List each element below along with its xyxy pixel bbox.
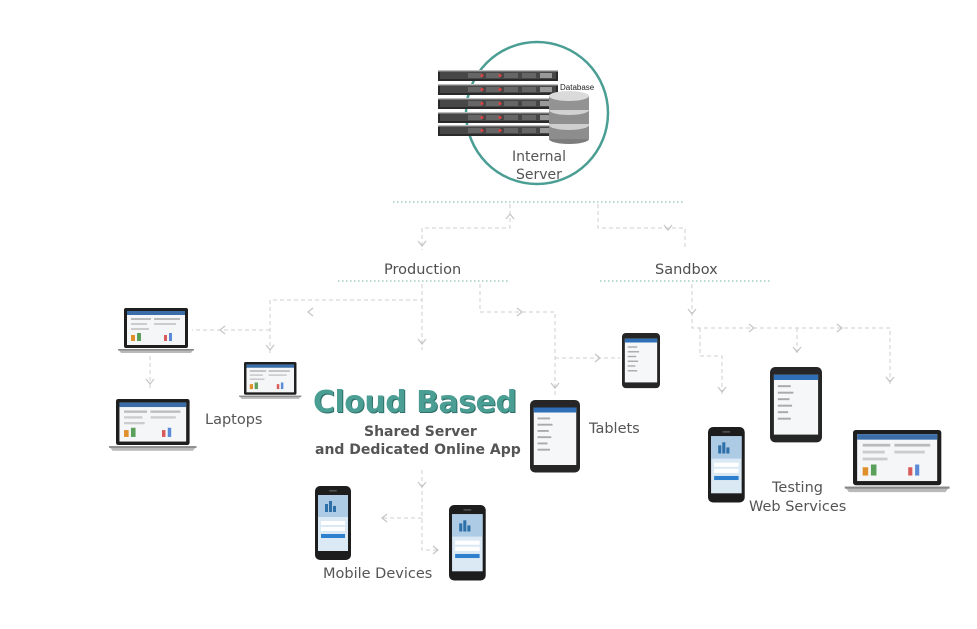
tablet-icon bbox=[770, 367, 822, 443]
database-label: Database bbox=[560, 83, 595, 92]
branch-sandbox: Sandbox bbox=[655, 262, 718, 278]
laptop-icon bbox=[239, 362, 302, 399]
tablet-icon bbox=[530, 400, 580, 473]
group-testing-label-line1: Testing bbox=[772, 480, 823, 496]
phone-icon bbox=[315, 486, 351, 560]
server-label-line2: Server bbox=[516, 167, 562, 183]
laptop-icon bbox=[844, 429, 950, 493]
center-subtitle-line2: and Dedicated Online App bbox=[315, 442, 521, 458]
connectors bbox=[149, 204, 891, 551]
group-laptops-label: Laptops bbox=[205, 412, 263, 428]
group-tablets-label: Tablets bbox=[589, 421, 640, 437]
server-rack-icon bbox=[438, 70, 558, 136]
database-icon bbox=[549, 91, 589, 144]
phone-icon bbox=[708, 427, 745, 503]
laptop-icon bbox=[109, 399, 197, 451]
server-label-line1: Internal bbox=[512, 149, 566, 165]
laptop-icon bbox=[118, 308, 194, 353]
group-testing-label-line2: Web Services bbox=[749, 499, 847, 515]
group-mobile-label: Mobile Devices bbox=[323, 566, 433, 582]
phone-icon bbox=[449, 505, 486, 581]
center-subtitle-line1: Shared Server bbox=[364, 424, 477, 440]
tablet-icon bbox=[622, 333, 660, 389]
center-title: Cloud Based bbox=[313, 385, 517, 420]
branch-production: Production bbox=[384, 262, 462, 278]
